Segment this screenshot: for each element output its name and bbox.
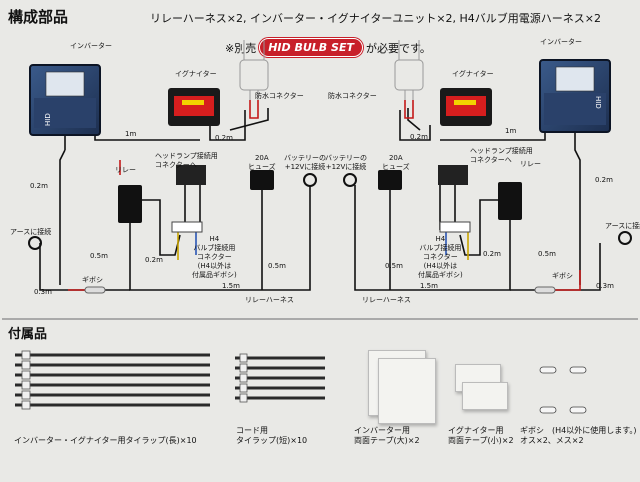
battery-terminal-right	[343, 173, 357, 187]
hid-bulb-set-badge: HID BULB SET	[259, 38, 363, 57]
len-label-right-05m-b: 0.5m	[385, 262, 403, 270]
inverter-left: HID	[29, 64, 101, 136]
inverter-label-left: インバーター	[70, 42, 112, 50]
waterproof-label-left: 防水コネクター	[255, 92, 304, 100]
giboshi-set	[539, 366, 587, 414]
page-title: 構成部品	[8, 8, 69, 26]
len-label-left-02m-b: 0.2m	[30, 182, 48, 190]
battery-terminal-left	[303, 173, 317, 187]
giboshi-label-left: ギボシ	[82, 276, 103, 284]
accessories-section	[2, 318, 638, 482]
fuse-right	[378, 170, 402, 190]
len-label-right-02m-c: 0.2m	[483, 250, 501, 258]
len-label-left-02m-c: 0.2m	[145, 256, 163, 264]
earth-label-left: アースに接続	[10, 228, 52, 236]
len-label-left-1m: 1m	[125, 130, 137, 138]
relay-right	[498, 182, 522, 220]
fuse-left	[250, 170, 274, 190]
h4-connector-label-left: H4 バルブ接続用 コネクター (H4以外は 付属品ギボシ)	[192, 235, 237, 279]
inverter-right: HID	[539, 59, 611, 133]
len-label-left-02m-a: 0.2m	[215, 134, 233, 142]
fuse-label-left: 20A ヒューズ	[248, 154, 276, 171]
headlamp-connector-right	[438, 165, 471, 233]
giboshi-right	[534, 286, 556, 294]
relay-harness-label-left: リレーハーネス	[245, 296, 294, 304]
note-suffix: が必要です。	[365, 41, 431, 55]
h4-connector-label-right: H4 バルブ接続用 コネクター (H4以外は 付属品ギボシ)	[418, 235, 463, 279]
relay-left	[118, 185, 142, 223]
len-label-right-02m-a: 0.2m	[410, 133, 428, 141]
unit-label-left: HID	[44, 113, 52, 126]
cable-ties-long	[15, 353, 210, 407]
battery-label-right: バッテリーの +12Vに接続	[325, 154, 367, 171]
len-label-right-05m-a: 0.5m	[538, 250, 556, 258]
double-sided-tape-large-2	[378, 358, 436, 424]
igniter-label-left: イグナイター	[175, 70, 217, 78]
accessory-label-giboshi: ギボシ (H4以外に使用します。) オス×2、メス×2	[520, 426, 637, 445]
earth-label-right: アースに接続	[605, 222, 640, 230]
cable-ties-short	[235, 356, 325, 400]
accessory-label-short-ties: コード用 タイラップ(短)×10	[236, 426, 308, 445]
note-prefix: ※別売	[225, 41, 257, 55]
relay-label-right: リレー	[520, 160, 541, 168]
inverter-label-right: インバーター	[540, 38, 582, 46]
len-label-left-15m: 1.5m	[222, 282, 240, 290]
len-label-right-1m: 1m	[505, 127, 517, 135]
separate-purchase-note: ※別売 HID BULB SET が必要です。	[225, 38, 431, 57]
len-label-right-02m-b: 0.2m	[595, 176, 613, 184]
hid-bulb-right	[394, 40, 424, 100]
len-label-left-03m: 0.3m	[34, 288, 52, 296]
hid-bulb-left	[239, 40, 269, 100]
double-sided-tape-small-2	[462, 382, 508, 410]
fuse-label-right: 20A ヒューズ	[382, 154, 410, 171]
waterproof-label-right: 防水コネクター	[328, 92, 377, 100]
accessory-label-tape-large: インバーター用 両面テープ(大)×2	[354, 426, 420, 445]
igniter-right	[440, 88, 492, 126]
len-label-left-05m-a: 0.5m	[90, 252, 108, 260]
relay-label-left: リレー	[115, 166, 136, 174]
igniter-left	[168, 88, 220, 126]
earth-terminal-left	[28, 236, 42, 250]
len-label-left-05m-b: 0.5m	[268, 262, 286, 270]
unit-label-right: HID	[594, 96, 602, 109]
igniter-label-right: イグナイター	[452, 70, 494, 78]
accessories-title: 付属品	[8, 327, 48, 342]
wiring-diagram: HID HID	[28, 40, 632, 294]
len-label-right-03m: 0.3m	[596, 282, 614, 290]
accessory-label-long-ties: インバーター・イグナイター用タイラップ(長)×10	[14, 436, 197, 445]
accessories-illustration	[15, 350, 587, 414]
relay-harness-label-right: リレーハーネス	[362, 296, 411, 304]
len-label-right-15m: 1.5m	[420, 282, 438, 290]
headlamp-connector-left	[171, 165, 206, 233]
giboshi-left	[84, 286, 106, 294]
accessory-label-tape-small: イグナイター用 両面テープ(小)×2	[448, 426, 514, 445]
earth-terminal-right	[618, 231, 632, 245]
giboshi-label-right: ギボシ	[552, 272, 573, 280]
battery-label-left: バッテリーの +12Vに接続	[284, 154, 326, 171]
headlamp-label-left: ヘッドランプ接続用 コネクターへ	[155, 152, 218, 169]
contents-summary: リレーハーネス×2, インバーター・イグナイターユニット×2, H4バルブ用電源…	[150, 12, 602, 25]
headlamp-label-right: ヘッドランプ接続用 コネクターへ	[470, 147, 533, 164]
